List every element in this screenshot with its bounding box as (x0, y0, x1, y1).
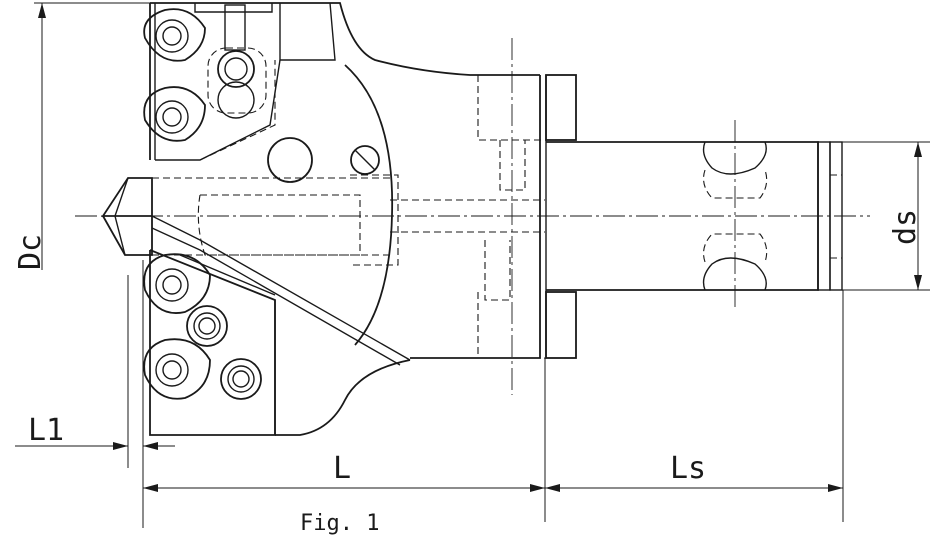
insert-screw-icon (186, 305, 228, 347)
dimension-l1: L1 (15, 260, 175, 468)
dimension-dc: Dc (13, 2, 150, 270)
l1-label: L1 (28, 413, 64, 448)
dimension-ds: ds (842, 141, 930, 291)
ls-label: Ls (670, 451, 706, 486)
insert-screw-icon (220, 358, 262, 400)
lower-inserts (143, 253, 262, 400)
triangular-insert-icon (143, 86, 206, 142)
triangular-insert-icon (143, 338, 211, 400)
dc-label: Dc (13, 234, 48, 270)
dimension-ls: Ls (545, 290, 844, 522)
upper-inserts (143, 4, 380, 183)
insert-screw-icon (217, 50, 255, 88)
figure-caption: Fig. 1 (300, 511, 379, 536)
centerlines (75, 38, 870, 395)
dimension-l: L (142, 358, 546, 528)
flange (410, 74, 577, 359)
internal-bores (152, 75, 545, 359)
l-label: L (333, 451, 351, 486)
triangular-insert-icon (143, 253, 211, 314)
ds-label: ds (888, 209, 923, 245)
pilot-drill (101, 177, 411, 366)
triangular-insert-icon (143, 8, 206, 62)
cutter-head (149, 2, 540, 436)
